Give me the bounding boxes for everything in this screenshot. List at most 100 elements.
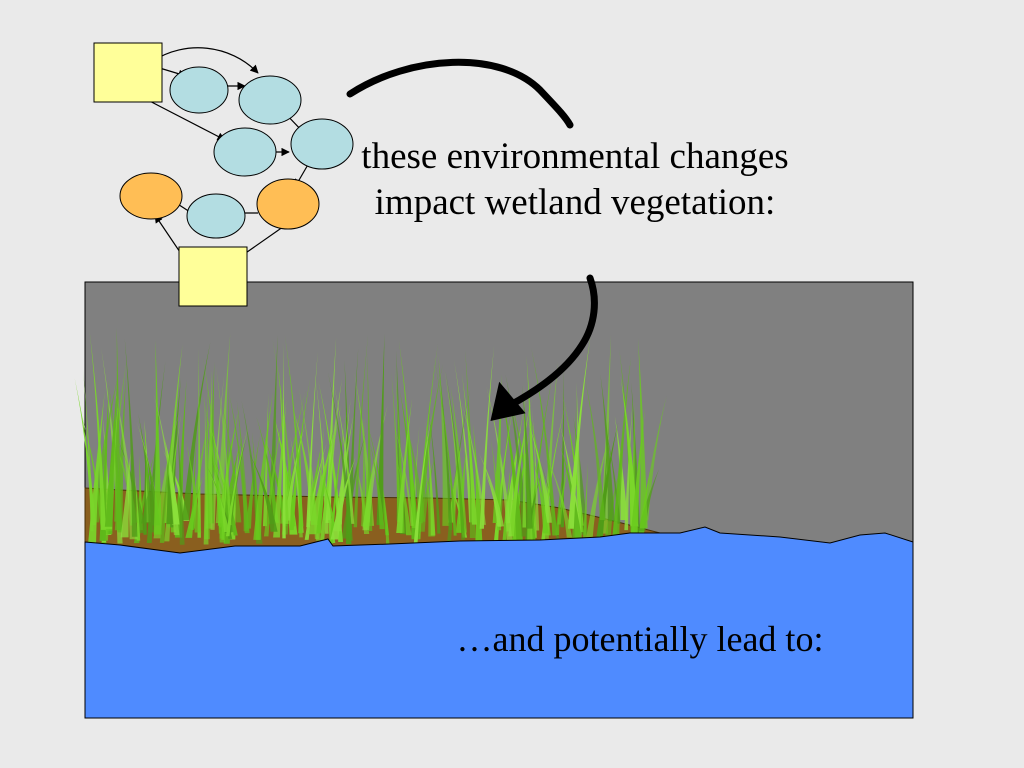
grass-blade	[582, 462, 589, 545]
grass-blade	[327, 371, 353, 541]
grass-blade	[284, 335, 304, 527]
grass-blade	[134, 471, 141, 541]
grass-blade	[461, 373, 478, 525]
grass-blade	[100, 423, 128, 525]
response-node	[119, 172, 183, 220]
grass-blade	[492, 374, 503, 523]
grass-blade	[438, 360, 453, 530]
grass-blade	[361, 409, 366, 527]
grass-blade	[253, 391, 274, 540]
grass-blade	[620, 375, 639, 527]
grass-blade	[366, 421, 390, 536]
grass-blade	[186, 441, 202, 533]
grass-blade	[205, 370, 213, 529]
grass-blade	[153, 393, 180, 536]
response-node	[256, 178, 320, 230]
grass-blade	[236, 400, 250, 532]
grass-blade	[505, 393, 528, 532]
grass-blade	[624, 399, 633, 531]
grass-blade	[460, 399, 486, 525]
grass-blade	[304, 441, 328, 540]
concept-diagram	[93, 42, 354, 307]
grass-blade	[315, 422, 335, 534]
grass-blade	[104, 375, 119, 535]
grass-blade	[453, 359, 473, 523]
grass-blade	[567, 335, 591, 529]
grass-blade	[380, 471, 390, 544]
grass-blade	[600, 374, 615, 522]
grass-blade	[638, 338, 648, 529]
grass-blade	[201, 391, 226, 543]
water-body	[84, 526, 914, 719]
grass-blade	[479, 345, 495, 529]
grass-blade	[434, 358, 457, 536]
grass-blade	[117, 439, 147, 533]
grass-blade	[89, 330, 106, 530]
grass-blade	[376, 333, 385, 526]
process-node	[186, 193, 246, 239]
grass-blade	[353, 334, 369, 528]
driver-box-bottom	[178, 246, 248, 307]
grass-blade	[505, 374, 529, 537]
grass-blade	[249, 453, 278, 532]
grass-blade	[478, 452, 505, 527]
process-node	[238, 75, 302, 125]
grass-blade	[427, 405, 441, 534]
grass-blade	[318, 381, 344, 543]
grass-blade	[522, 385, 533, 529]
grass-blade	[203, 394, 209, 545]
grass-blade	[362, 458, 375, 528]
grass-blade	[527, 420, 553, 523]
curved-arrow-down	[490, 274, 598, 421]
grass-blade	[225, 422, 250, 537]
grass-blade	[306, 351, 318, 528]
caption-lead-to: …and potentially lead to:	[456, 619, 824, 659]
grass-blade	[332, 380, 355, 524]
grass-blade	[369, 439, 385, 530]
grass-blade	[320, 403, 342, 540]
grass-blade	[262, 392, 269, 527]
grass-blade	[391, 371, 402, 523]
grass-blade	[393, 421, 414, 526]
grass-blade	[153, 339, 162, 535]
grass-blade	[398, 339, 417, 528]
grass-blade	[292, 407, 318, 525]
grass-blade	[107, 378, 123, 533]
grass-blade	[584, 378, 606, 521]
grass-blade	[486, 385, 513, 543]
grass-blade	[531, 453, 549, 534]
grass-blade	[438, 355, 450, 526]
grass-blade	[197, 348, 201, 538]
grass-blade	[557, 440, 574, 525]
grass-blade	[444, 369, 463, 524]
grass-blade	[88, 391, 105, 544]
grass-blade	[555, 471, 563, 536]
grass-blade	[256, 416, 279, 523]
process-node	[290, 118, 354, 170]
grass-blade	[308, 427, 337, 535]
grass-blade	[124, 338, 138, 537]
curved-arrow-top	[346, 58, 574, 129]
grass-blade	[215, 365, 232, 526]
grass-blade	[221, 457, 229, 540]
grass-blade	[499, 382, 523, 540]
driver-box-top	[93, 42, 163, 103]
grass-blade	[482, 466, 502, 527]
grass-blade	[612, 414, 627, 538]
grass-blade	[575, 381, 582, 543]
process-node	[169, 66, 229, 114]
grass-blade	[289, 378, 311, 531]
process-node	[213, 127, 277, 177]
grass-blade	[329, 402, 349, 544]
grass-blade	[508, 396, 533, 537]
grass-blade	[80, 411, 107, 544]
grass-blade	[181, 342, 211, 521]
grass-blade	[284, 424, 306, 521]
grass-blade	[522, 383, 527, 528]
grass-blade	[445, 371, 466, 540]
grass-blade	[642, 396, 667, 521]
grass-blade	[174, 379, 187, 538]
grass-blade	[104, 404, 118, 527]
